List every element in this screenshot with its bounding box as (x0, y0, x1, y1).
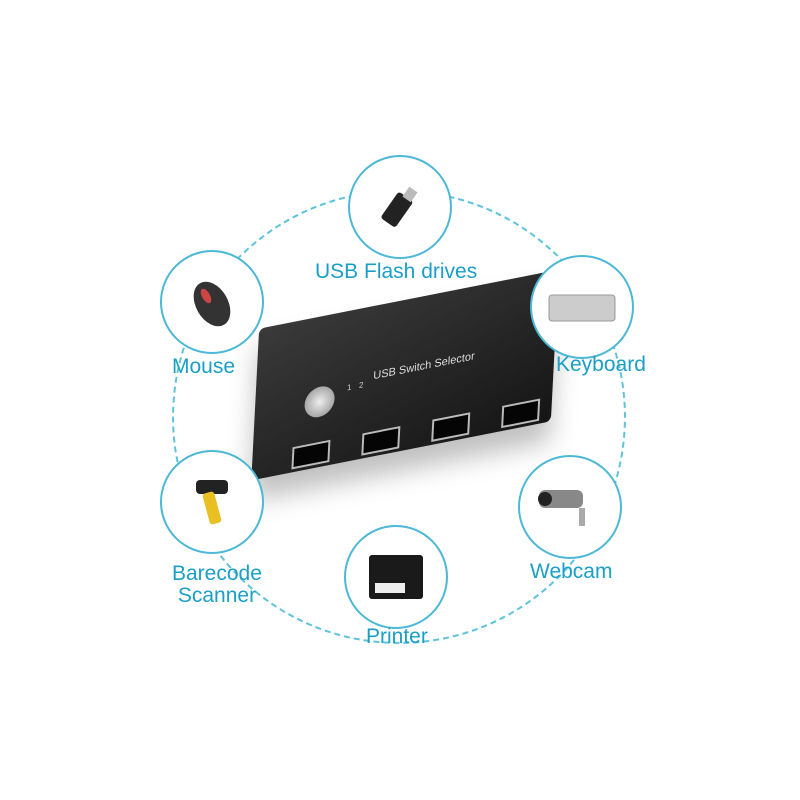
barcode-scanner-icon (196, 480, 228, 525)
webcam-icon (538, 490, 585, 526)
keyboard-icon (548, 294, 616, 322)
label-printer: Printer (366, 625, 428, 648)
usb-port (361, 425, 401, 456)
printer-node (344, 525, 448, 629)
usb-flash-drive-icon (381, 186, 418, 227)
usb-port (431, 412, 471, 442)
usb-port (501, 398, 541, 429)
label-usb-flash: USB Flash drives (315, 260, 478, 283)
webcam-node (518, 455, 622, 559)
label-webcam: Webcam (530, 560, 613, 583)
select-button (303, 383, 336, 420)
label-line-1: Barecode (172, 562, 262, 585)
barcode-scanner-node (160, 450, 264, 554)
led-2: 2 (358, 380, 364, 391)
usb-flash-drive-node (348, 155, 452, 259)
mouse-icon (193, 281, 231, 327)
label-mouse: Mouse (172, 355, 236, 378)
mouse-node (160, 250, 264, 354)
led-1: 1 (346, 382, 352, 393)
keyboard-node (530, 255, 634, 359)
printer-icon (369, 555, 423, 599)
label-line-2: Scanner (177, 584, 257, 607)
device-title: USB Switch Selector (372, 350, 475, 383)
label-keyboard: Keyboard (556, 353, 646, 376)
usb-port (291, 439, 331, 470)
